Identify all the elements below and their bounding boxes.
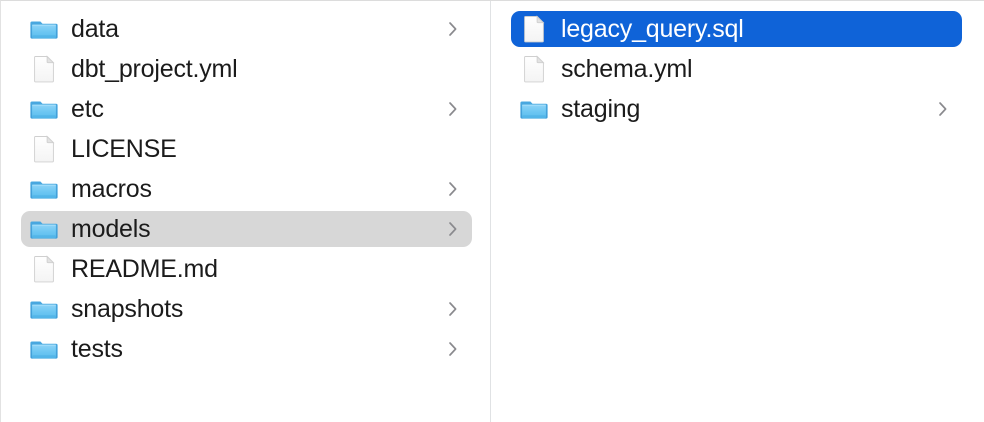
chevron-right-icon[interactable] [936,99,950,119]
item-label: snapshots [71,295,184,323]
document-icon [29,134,59,164]
file-column-parent[interactable]: data dbt_project.yml etc LICENSE [1,1,491,422]
document-icon [29,54,59,84]
folder-row[interactable]: snapshots [21,291,472,327]
chevron-right-icon[interactable] [446,339,460,359]
item-label: LICENSE [71,135,177,163]
folder-row[interactable]: tests [21,331,472,367]
folder-icon [519,94,549,124]
folder-row[interactable]: data [21,11,472,47]
file-row[interactable]: schema.yml [511,51,962,87]
chevron-right-icon[interactable] [446,299,460,319]
document-icon [519,14,549,44]
folder-row[interactable]: staging [511,91,962,127]
file-row[interactable]: README.md [21,251,472,287]
folder-icon [29,14,59,44]
document-icon [519,54,549,84]
folder-row[interactable]: models [21,211,472,247]
item-label: schema.yml [561,55,693,83]
folder-icon [29,334,59,364]
item-label: staging [561,95,641,123]
folder-row[interactable]: macros [21,171,472,207]
item-label: dbt_project.yml [71,55,238,83]
folder-icon [29,94,59,124]
chevron-right-icon[interactable] [446,179,460,199]
item-label: tests [71,335,123,363]
document-icon [29,254,59,284]
chevron-right-icon[interactable] [446,219,460,239]
item-label: README.md [71,255,218,283]
file-row[interactable]: dbt_project.yml [21,51,472,87]
item-label: models [71,215,151,243]
file-column-child[interactable]: legacy_query.sql schema.yml staging [491,1,984,422]
item-label: etc [71,95,104,123]
item-label: macros [71,175,152,203]
folder-icon [29,214,59,244]
chevron-right-icon[interactable] [446,19,460,39]
chevron-right-icon[interactable] [446,99,460,119]
file-row[interactable]: legacy_query.sql [511,11,962,47]
folder-row[interactable]: etc [21,91,472,127]
folder-icon [29,174,59,204]
item-label: legacy_query.sql [561,15,744,43]
folder-icon [29,294,59,324]
file-row[interactable]: LICENSE [21,131,472,167]
item-label: data [71,15,119,43]
